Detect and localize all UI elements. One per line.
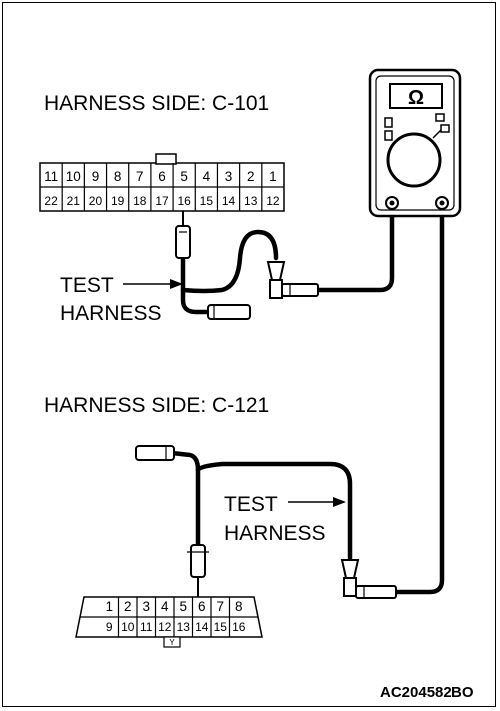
pin-number: 11 (44, 169, 58, 184)
pin-number: 17 (155, 194, 169, 208)
pin-number: 1 (105, 599, 113, 614)
pin-number: 2 (124, 599, 132, 614)
pin-number: 4 (161, 599, 169, 614)
alligator-clip-c101 (266, 261, 319, 299)
pin-number: 14 (222, 194, 236, 208)
pin-number: 16 (178, 194, 192, 208)
test-harness-top-arrow (123, 279, 183, 289)
pin-number: 9 (92, 169, 100, 184)
pin-number: 12 (158, 620, 172, 634)
connector-c121-key-mark: Y (169, 638, 175, 647)
pin-number: 11 (140, 620, 153, 634)
test-probe-c121 (187, 544, 209, 597)
pin-number: 2 (247, 169, 255, 184)
pin-number: 13 (244, 194, 258, 208)
pin-number: 5 (179, 599, 187, 614)
pin-number: 12 (266, 194, 280, 208)
connector-c121-label: HARNESS SIDE: C-121 (44, 394, 269, 417)
pin-number: 14 (195, 620, 209, 634)
figure-code-suffix: BO (451, 684, 474, 701)
pin-number: 15 (200, 194, 214, 208)
test-harness-bottom-label-2: HARNESS (224, 522, 326, 545)
ohm-icon: Ω (408, 87, 424, 109)
test-harness-bottom-arrow (288, 497, 346, 507)
pin-number: 13 (177, 620, 191, 634)
pin-number: 1 (269, 169, 277, 184)
figure-code: AC204582 (380, 684, 452, 701)
pin-number: 3 (225, 169, 233, 184)
test-lead-plug-c101 (207, 304, 251, 320)
pin-number: 19 (111, 194, 125, 208)
pin-number: 16 (232, 620, 246, 634)
test-harness-top-label-1: TEST (60, 274, 114, 297)
pin-number: 3 (142, 599, 150, 614)
pin-number: 8 (114, 169, 122, 184)
pin-number: 7 (216, 599, 224, 614)
pin-number: 7 (136, 169, 144, 184)
test-probe-c101 (175, 211, 191, 259)
alligator-clip-c121 (340, 559, 397, 599)
pin-number: 6 (198, 599, 206, 614)
test-harness-bottom-label-1: TEST (224, 493, 278, 516)
pin-number: 5 (180, 169, 188, 184)
pin-number: 10 (66, 169, 81, 184)
test-harness-top-label-2: HARNESS (60, 302, 162, 325)
pin-number: 4 (203, 169, 211, 184)
pin-number: 21 (67, 194, 81, 208)
connector-c101-label: HARNESS SIDE: C-101 (44, 92, 269, 115)
pin-number: 20 (89, 194, 103, 208)
pin-number: 6 (158, 169, 166, 184)
pin-number: 22 (44, 194, 58, 208)
pin-number: 15 (214, 620, 228, 634)
pin-number: 18 (133, 194, 147, 208)
pin-number: 10 (121, 620, 135, 634)
pin-number: 8 (235, 599, 243, 614)
multimeter: Ω (368, 68, 462, 218)
harness-wires (169, 207, 445, 595)
test-lead-plug-c121 (135, 445, 175, 461)
pin-number: 9 (106, 620, 113, 634)
